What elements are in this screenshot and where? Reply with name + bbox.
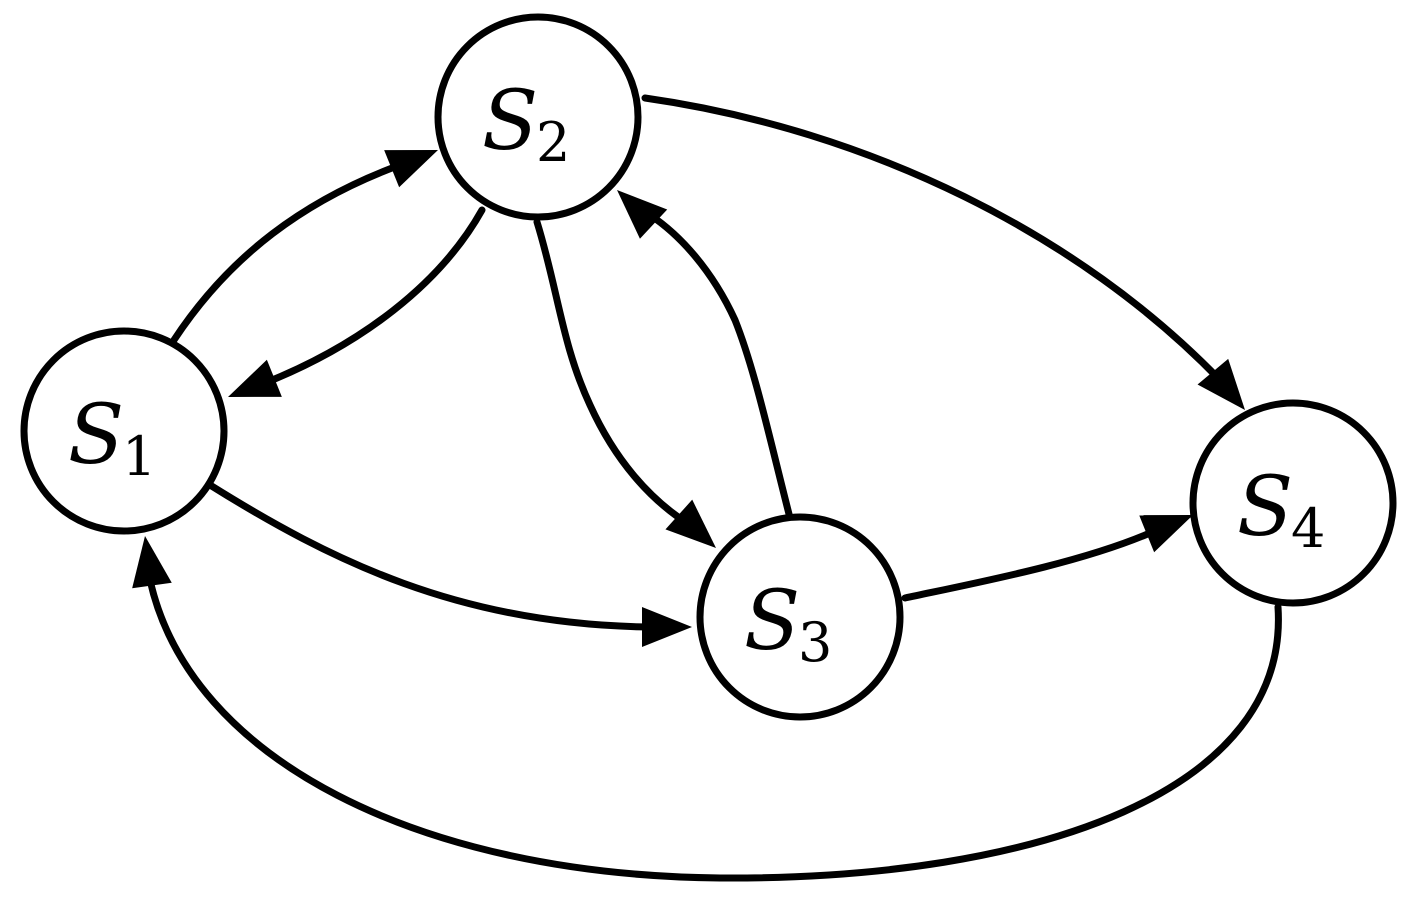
node-s1[interactable]: S 1 xyxy=(20,327,228,535)
node-s4[interactable]: S 4 xyxy=(1189,399,1397,607)
edges xyxy=(132,94,1282,882)
node-s4-subscript: 4 xyxy=(1291,497,1325,560)
edge-s2-to-s3 xyxy=(533,218,716,548)
nodes: S 1 S 2 S 3 S 4 xyxy=(20,13,1397,721)
edge-s4-to-s1 xyxy=(132,536,1282,882)
edge-s1-to-s3 xyxy=(206,481,692,647)
node-s4-letter: S xyxy=(1237,460,1293,555)
edge-s3-to-s2 xyxy=(617,190,794,522)
edge-s1-to-s2 xyxy=(170,150,438,344)
node-s3[interactable]: S 3 xyxy=(696,513,904,721)
node-s2-letter: S xyxy=(482,74,538,169)
edge-s3-to-s4 xyxy=(901,515,1193,602)
node-s3-letter: S xyxy=(744,574,800,669)
node-s1-letter: S xyxy=(68,388,124,483)
node-s2[interactable]: S 2 xyxy=(434,13,642,221)
node-s3-subscript: 3 xyxy=(798,611,832,674)
node-s2-subscript: 2 xyxy=(536,111,570,174)
edge-s2-to-s4 xyxy=(641,94,1245,410)
node-s1-subscript: 1 xyxy=(122,425,156,488)
edge-s2-to-s1 xyxy=(228,206,486,397)
